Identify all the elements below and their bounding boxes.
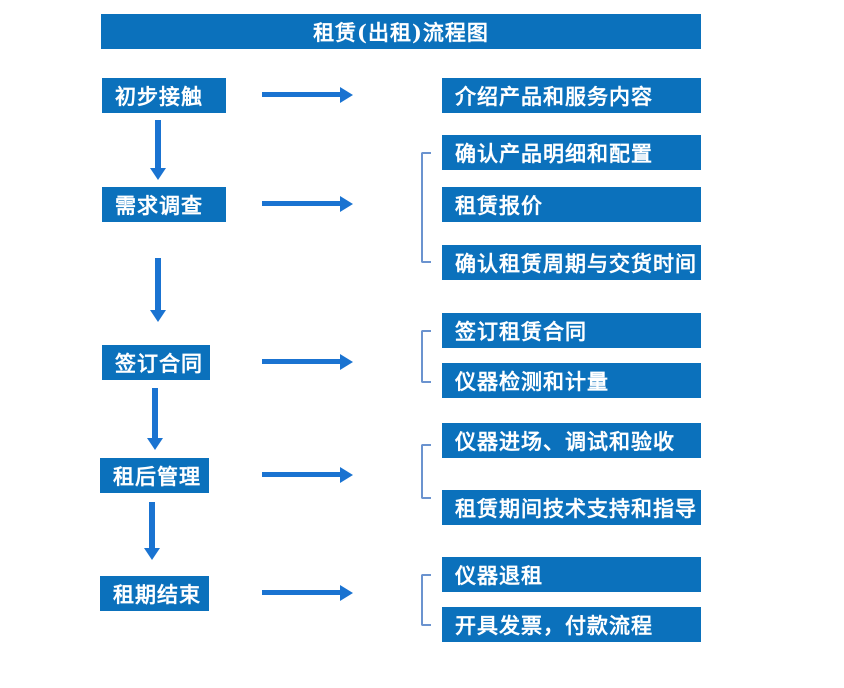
right-arrow-rental-end (262, 585, 353, 601)
detail-label: 租赁报价 (455, 192, 543, 218)
arrow-shaft (262, 201, 342, 206)
detail-box-invoice-payment: 开具发票，付款流程 (442, 607, 701, 642)
detail-label: 介绍产品和服务内容 (455, 83, 653, 109)
down-arrow-3 (147, 388, 163, 450)
arrow-shaft (152, 388, 158, 439)
arrow-shaft (262, 472, 342, 477)
detail-box-sign-rental-contract: 签订租赁合同 (442, 313, 701, 348)
right-arrow-sign-contract (262, 354, 353, 370)
arrow-shaft (149, 502, 155, 549)
detail-box-confirm-period-delivery: 确认租赁周期与交货时间 (442, 245, 701, 280)
flowchart-title-bar: 租赁(出租)流程图 (101, 14, 701, 49)
detail-label: 仪器检测和计量 (455, 368, 609, 394)
down-arrow-2 (150, 258, 166, 322)
down-arrow-4 (144, 502, 160, 560)
arrow-head-icon (340, 467, 353, 483)
stage-label: 租期结束 (113, 581, 201, 607)
detail-label: 仪器进场、调试和验收 (455, 428, 675, 454)
detail-box-technical-support: 租赁期间技术支持和指导 (442, 490, 701, 525)
arrow-head-icon (340, 196, 353, 212)
detail-box-instrument-return: 仪器退租 (442, 557, 701, 592)
arrow-head-icon (340, 354, 353, 370)
arrow-shaft (262, 359, 342, 364)
arrow-shaft (262, 92, 342, 97)
stage-box-rental-end: 租期结束 (100, 576, 209, 611)
stage-label: 租后管理 (113, 463, 201, 489)
arrow-head-icon (340, 585, 353, 601)
stage-box-sign-contract: 签订合同 (102, 345, 210, 380)
group-bracket-demand-survey (421, 152, 431, 263)
group-bracket-rental-end (421, 574, 431, 626)
group-bracket-sign-contract (421, 330, 431, 383)
detail-box-instrument-inspection-metering: 仪器检测和计量 (442, 363, 701, 398)
detail-label: 签订租赁合同 (455, 318, 587, 344)
stage-box-demand-survey: 需求调查 (102, 187, 226, 222)
stage-label: 签订合同 (115, 350, 203, 376)
right-arrow-demand-survey (262, 196, 353, 212)
arrow-shaft (155, 258, 161, 311)
stage-label: 需求调查 (115, 192, 203, 218)
detail-label: 确认产品明细和配置 (455, 140, 653, 166)
arrow-head-icon (144, 548, 160, 560)
detail-label: 仪器退租 (455, 562, 543, 588)
down-arrow-1 (150, 120, 166, 180)
arrow-head-icon (147, 438, 163, 450)
stage-box-initial-contact: 初步接触 (102, 78, 226, 113)
detail-box-introduce-products-services: 介绍产品和服务内容 (442, 78, 701, 113)
detail-box-instrument-entry-acceptance: 仪器进场、调试和验收 (442, 423, 701, 458)
right-arrow-post-rental-management (262, 467, 353, 483)
detail-label: 租赁期间技术支持和指导 (455, 495, 697, 521)
arrow-head-icon (340, 87, 353, 103)
right-arrow-initial-contact (262, 87, 353, 103)
detail-box-confirm-product-config: 确认产品明细和配置 (442, 135, 701, 170)
arrow-head-icon (150, 310, 166, 322)
arrow-shaft (155, 120, 161, 169)
stage-label: 初步接触 (115, 83, 203, 109)
page-title: 租赁(出租)流程图 (313, 19, 489, 45)
arrow-head-icon (150, 168, 166, 180)
detail-label: 开具发票，付款流程 (455, 612, 653, 638)
arrow-shaft (262, 590, 342, 595)
group-bracket-post-rental-management (421, 444, 431, 499)
detail-label: 确认租赁周期与交货时间 (455, 250, 697, 276)
stage-box-post-rental-management: 租后管理 (100, 458, 209, 493)
detail-box-rental-quote: 租赁报价 (442, 187, 701, 222)
